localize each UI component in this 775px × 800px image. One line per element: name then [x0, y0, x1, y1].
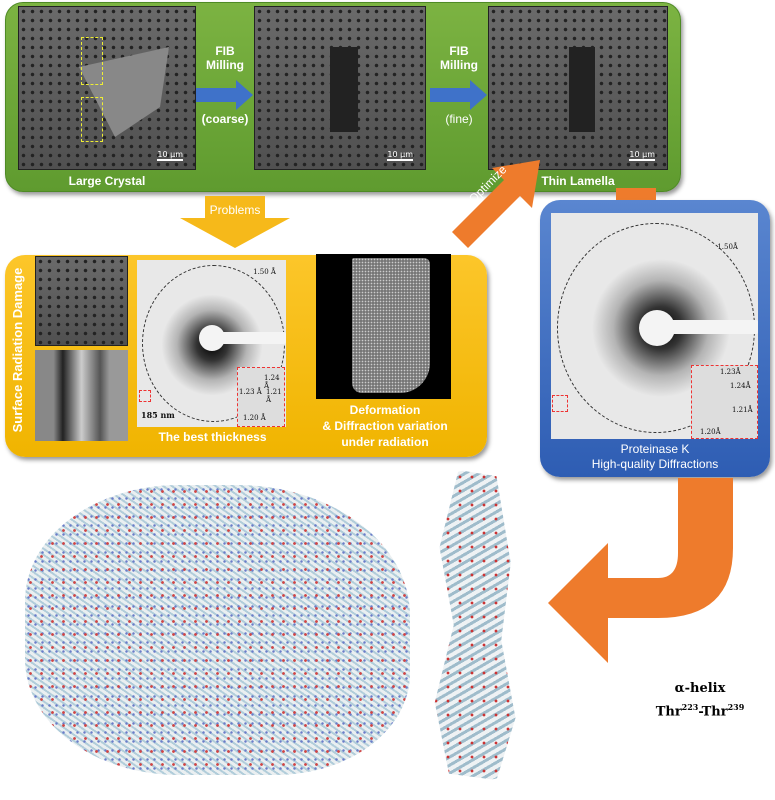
scale-bar: 10 μm	[387, 150, 413, 161]
large-crystal-image: 10 μm	[18, 6, 196, 170]
coarse-milled-image: 10 μm	[254, 6, 426, 170]
best-thickness-caption: The best thickness	[158, 430, 267, 444]
scale-bar: 10 μm	[629, 150, 655, 161]
resolution-ring-label: 1.50Å	[717, 243, 738, 251]
spots-inset: 1.23Å 1.24Å 1.21Å 1.20Å	[691, 365, 758, 439]
best-thickness-diffraction: 1.50 Å 185 nm 1.24 Å 1.23 Å 1.21 Å 1.20 …	[137, 260, 286, 427]
curved-arrow-icon	[548, 478, 733, 663]
surface-damage-label: Surface Radiation Damage	[10, 267, 25, 433]
deformation-caption: Deformation & Diffraction variation unde…	[322, 403, 448, 449]
arrow-right-icon	[196, 80, 253, 110]
resolution-ring-label: 1.50 Å	[253, 268, 276, 276]
arrow-up-right-icon	[452, 160, 540, 248]
surface-damage-image-2	[35, 350, 128, 441]
proteinase-k-caption: Proteinase K High-quality Diffractions	[591, 442, 719, 471]
helix-label: α-helix Thr223-Thr239	[655, 681, 745, 720]
fib-fine-sub: (fine)	[445, 112, 473, 126]
proteinase-k-diffraction: 1.50Å 1.23Å 1.24Å 1.21Å 1.20Å	[551, 213, 758, 439]
alpha-helix-model	[434, 470, 516, 780]
fib-coarse-sub: (coarse)	[201, 112, 249, 126]
deformation-image	[316, 254, 451, 399]
spots-inset: 1.24 Å 1.23 Å 1.21 Å 1.20 Å	[237, 367, 285, 427]
arrow-right-icon	[430, 80, 487, 110]
problems-label: Problems	[209, 203, 261, 217]
thin-lamella-image: 10 μm	[488, 6, 668, 170]
large-crystal-caption: Large Crystal	[68, 174, 146, 188]
electron-density-map	[25, 485, 410, 775]
arrow-down-icon	[180, 196, 290, 248]
surface-damage-image-1	[35, 256, 128, 346]
thin-lamella-caption: Thin Lamella	[541, 174, 615, 188]
scale-bar: 10 μm	[157, 150, 183, 161]
thickness-label: 185 nm	[141, 410, 175, 420]
